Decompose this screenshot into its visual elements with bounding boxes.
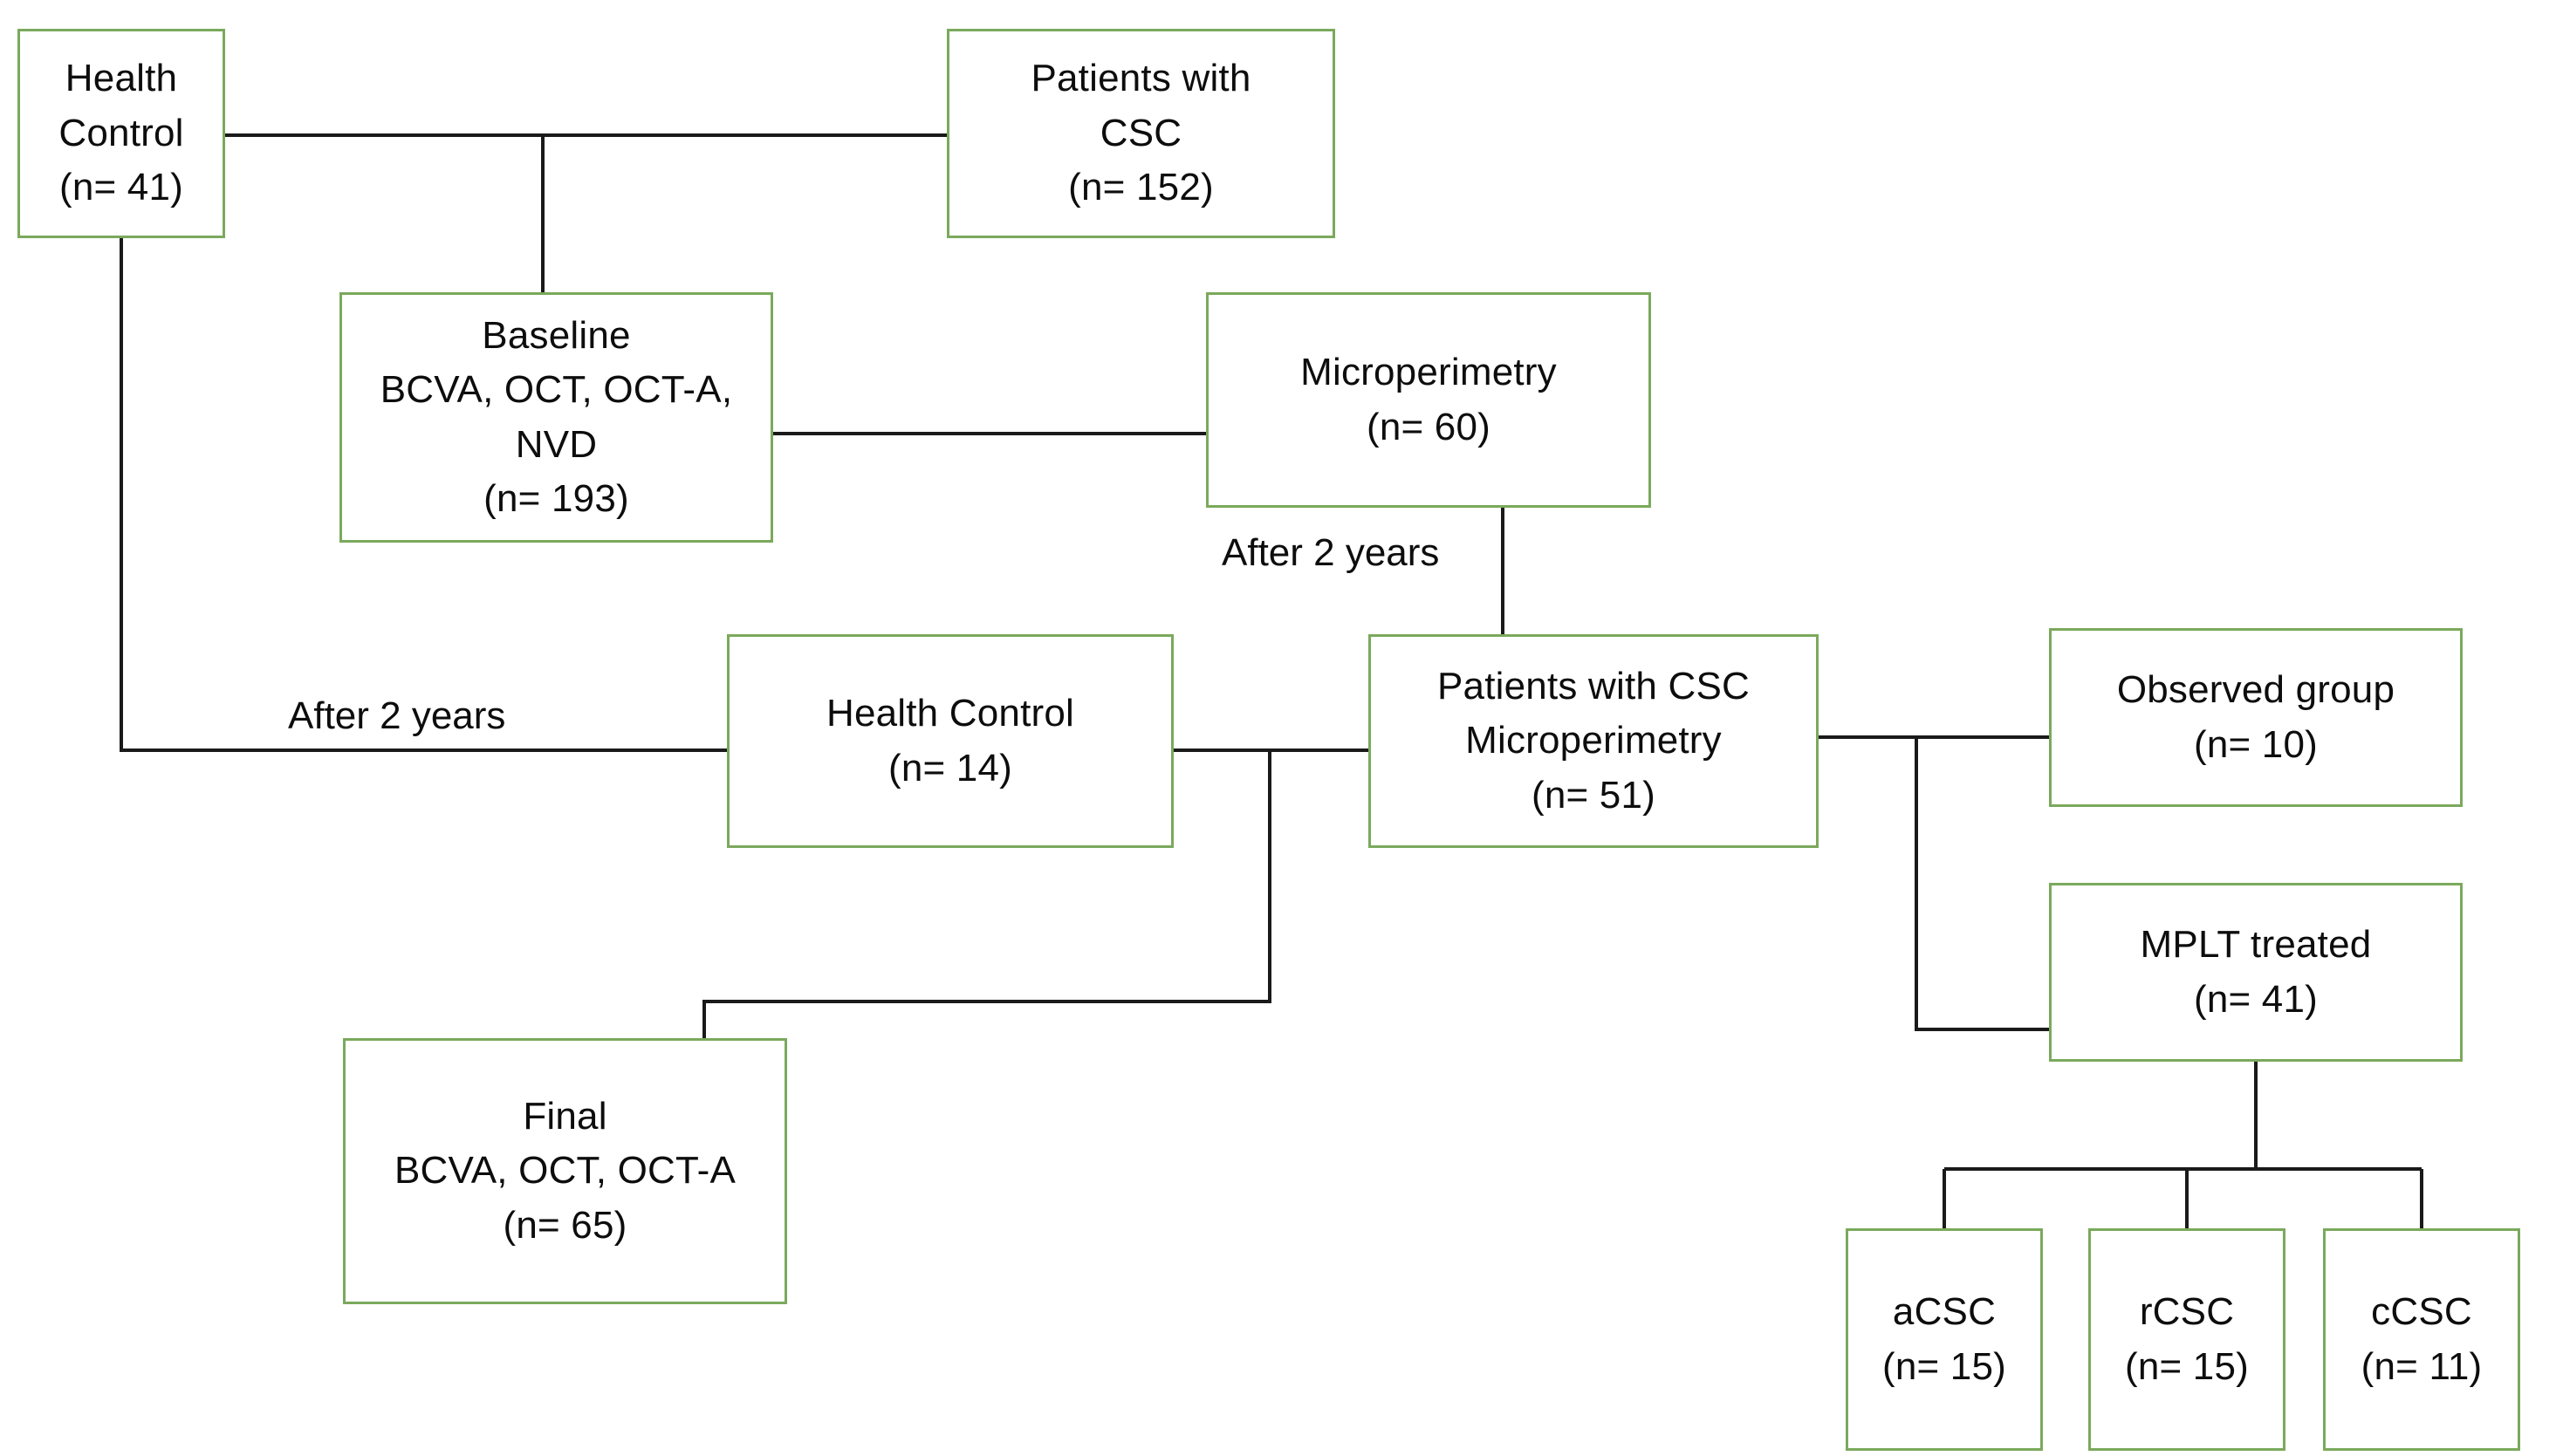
node-acsc[interactable]: aCSC (n= 15) [1846, 1228, 2043, 1451]
node-line: (n= 65) [503, 1203, 627, 1247]
node-line: MPLT treated [2140, 923, 2372, 967]
node-line: (n= 15) [1881, 1344, 2007, 1388]
node-line: (n= 11) [2361, 1344, 2483, 1388]
node-line: BCVA, OCT, OCT-A, [380, 368, 733, 412]
node-line: Microperimetry [1465, 719, 1722, 762]
node-line: rCSC [2139, 1290, 2235, 1334]
node-line: Health Control [826, 692, 1075, 735]
node-line: (n= 193) [483, 476, 629, 520]
node-microperimetry-baseline[interactable]: Microperimetry (n= 60) [1206, 292, 1651, 508]
node-line: NVD [515, 422, 598, 466]
node-line: (n= 10) [2193, 722, 2319, 766]
node-patients-with-csc-microperimetry[interactable]: Patients with CSC Microperimetry (n= 51) [1368, 634, 1819, 848]
node-line: (n= 41) [58, 166, 184, 209]
node-line: Patients with CSC [1437, 664, 1750, 707]
node-rcsc[interactable]: rCSC (n= 15) [2088, 1228, 2285, 1451]
node-line: Control [58, 111, 184, 154]
node-patients-with-csc[interactable]: Patients with CSC (n= 152) [947, 29, 1335, 238]
node-line: Final [523, 1094, 607, 1138]
node-line: BCVA, OCT, OCT-A [394, 1149, 737, 1193]
node-line: (n= 14) [887, 746, 1013, 790]
node-line: Baseline [482, 313, 631, 357]
node-line: (n= 60) [1366, 405, 1491, 448]
node-final-assessments[interactable]: Final BCVA, OCT, OCT-A (n= 65) [343, 1038, 787, 1304]
node-line: CSC [1100, 111, 1182, 154]
node-line: (n= 51) [1531, 773, 1656, 817]
node-line: Microperimetry [1300, 351, 1557, 394]
node-line: cCSC [2371, 1290, 2472, 1334]
node-line: Health [65, 57, 178, 100]
node-line: (n= 152) [1068, 166, 1214, 209]
node-baseline-assessments[interactable]: Baseline BCVA, OCT, OCT-A, NVD (n= 193) [339, 292, 773, 543]
edge-label-after-2-years-health-control: After 2 years [288, 694, 506, 737]
node-line: aCSC [1892, 1290, 1997, 1334]
node-ccsc[interactable]: cCSC (n= 11) [2323, 1228, 2520, 1451]
edge-label-after-2-years-microperimetry: After 2 years [1222, 531, 1440, 574]
node-observed-group[interactable]: Observed group (n= 10) [2049, 628, 2463, 807]
node-line: Patients with [1031, 57, 1251, 100]
edge-cscmicroperimetry-to-mplt [1915, 737, 2049, 1031]
node-health-control-followup[interactable]: Health Control (n= 14) [727, 634, 1174, 848]
node-line: Observed group [2116, 668, 2395, 712]
node-health-control-baseline[interactable]: Health Control (n= 41) [17, 29, 225, 238]
node-line: (n= 15) [2124, 1344, 2250, 1388]
node-line: (n= 41) [2193, 977, 2319, 1021]
node-mplt-treated[interactable]: MPLT treated (n= 41) [2049, 883, 2463, 1062]
